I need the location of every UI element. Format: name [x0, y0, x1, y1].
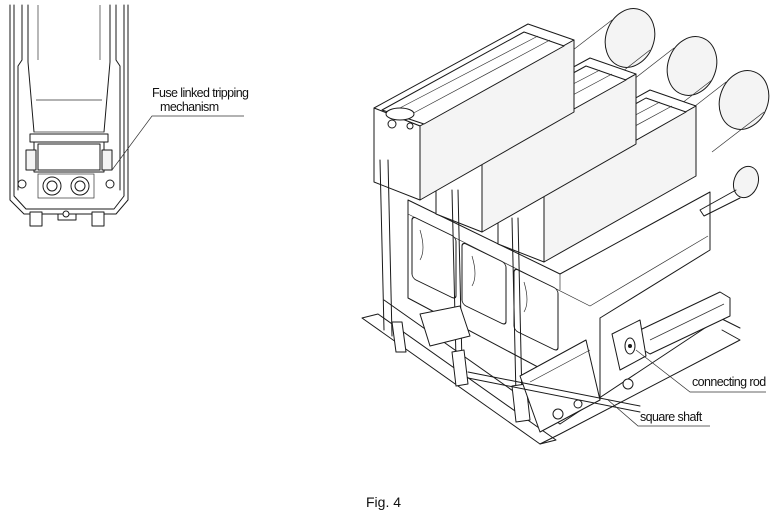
pole-openings: [411, 216, 559, 351]
pole-unit-1: [373, 23, 575, 201]
insulator-cylinders: [559, 8, 770, 217]
fuse-linked-label-line1: Fuse linked tripping: [152, 86, 249, 100]
label-fuse-linked-tripping-mechanism: Fuse linked tripping mechanism: [111, 86, 250, 171]
figure-caption: Fig. 4: [366, 494, 401, 510]
lower-mechanism: [391, 305, 647, 433]
label-connecting-rod: connecting rod: [635, 349, 767, 393]
fuse-linked-label-line2: mechanism: [160, 100, 219, 114]
connecting-rod-label: connecting rod: [692, 375, 766, 389]
label-square-shaft: square shaft: [607, 399, 710, 427]
square-shaft-label: square shaft: [640, 410, 703, 424]
isometric-view-switch: [361, 8, 770, 445]
detail-view-fuse-mechanism: [9, 4, 129, 227]
